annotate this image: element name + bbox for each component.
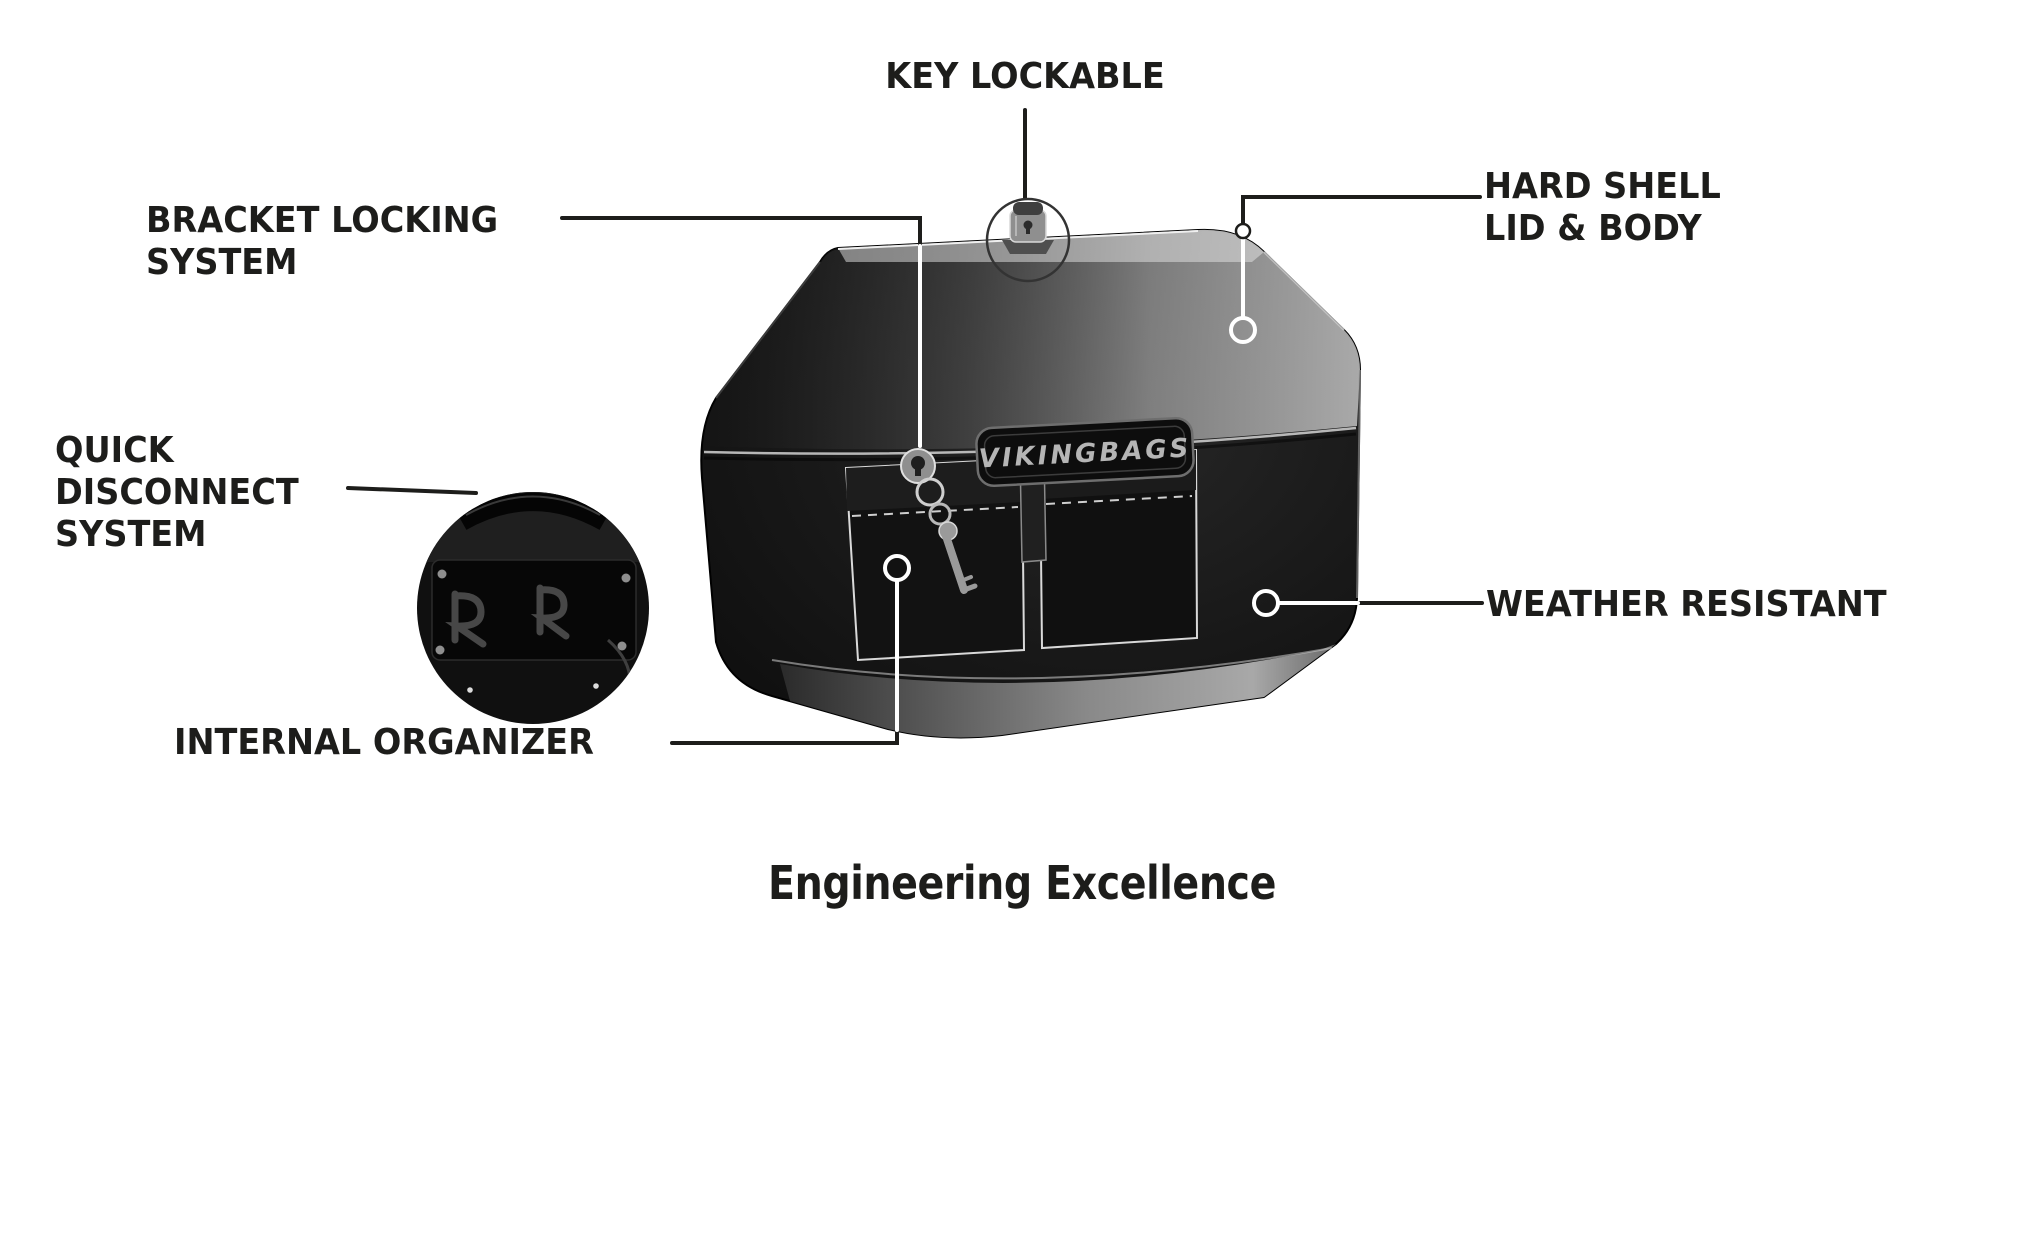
lock-assembly (985, 197, 1071, 283)
callout-marker-hard-shell-edge (1234, 222, 1252, 240)
rivets (467, 683, 599, 693)
key-icon (900, 448, 978, 594)
carry-strap (457, 493, 609, 530)
lid-top-sheen (838, 229, 1264, 262)
callout-line-bracket-locking (560, 216, 922, 248)
screws (435, 569, 631, 655)
callout-marker-hard-shell (1229, 316, 1257, 344)
bag-lid (703, 229, 1360, 450)
mounting-plate (431, 559, 637, 661)
callout-marker-weather-resistant (1252, 589, 1280, 617)
callout-line-quick-disconnect (346, 486, 478, 495)
lock-highlight-circle (985, 197, 1071, 283)
callout-label-internal-organizer: INTERNAL ORGANIZER (174, 722, 594, 763)
callout-label-key-lockable: KEY LOCKABLE (885, 56, 1165, 97)
callout-label-bracket-locking: BRACKET LOCKING SYSTEM (146, 200, 499, 283)
bracket-hooks (445, 584, 570, 648)
callout-line-internal-organizer (670, 728, 899, 745)
page-title: Engineering Excellence (768, 856, 1276, 910)
quick-disconnect-inset (417, 492, 649, 724)
callout-label-hard-shell: HARD SHELL LID & BODY (1484, 166, 1721, 249)
callout-marker-internal-organizer (883, 554, 911, 582)
bag-floor (780, 644, 1336, 738)
callout-label-weather-resistant: WEATHER RESISTANT (1486, 584, 1887, 625)
saddlebag-illustration: VIKINGBAGS (700, 228, 1361, 739)
callout-lines (346, 108, 1484, 745)
brand-badge: VIKINGBAGS (975, 416, 1195, 488)
callout-label-quick-disconnect: QUICK DISCONNECT SYSTEM (55, 430, 299, 555)
lock-icon (1002, 202, 1054, 254)
callout-line-hard-shell (1241, 195, 1482, 233)
